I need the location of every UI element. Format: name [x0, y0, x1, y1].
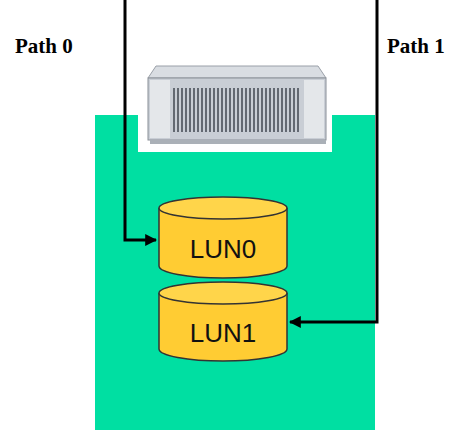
path-label: Path 0: [15, 34, 73, 59]
lun-label: LUN1: [190, 318, 256, 349]
path-wire: [290, 0, 377, 322]
storage-device: [138, 55, 332, 152]
lun-cylinder: LUN0: [158, 196, 288, 278]
path-wire: [125, 0, 156, 240]
storage-enclosure: [95, 115, 375, 430]
path-label: Path 1: [387, 34, 445, 59]
lun-cylinder: LUN1: [158, 281, 288, 361]
lun-label: LUN0: [190, 234, 256, 265]
